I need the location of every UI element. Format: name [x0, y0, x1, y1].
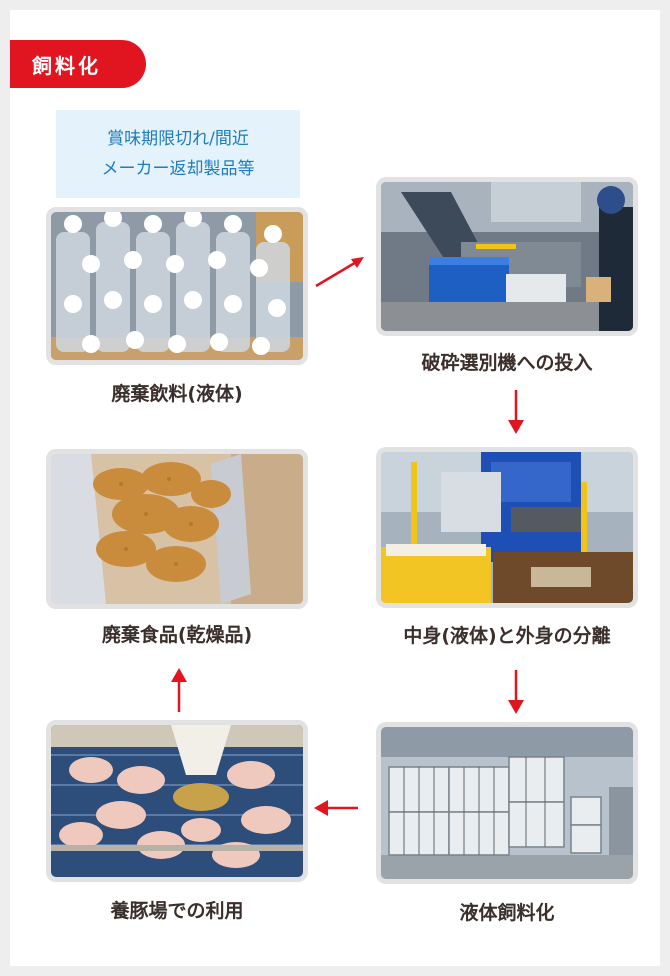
source-note-line-1: 賞味期限切れ/間近	[107, 129, 249, 149]
step-label-separation: 中身(液体)と外身の分離	[403, 625, 611, 647]
liquid-tanks-photo	[376, 722, 638, 884]
source-note: 賞味期限切れ/間近 メーカー返却製品等	[56, 110, 300, 198]
crackers-photo	[46, 449, 308, 609]
step-label-discarded-drinks: 廃棄飲料(液体)	[111, 383, 243, 405]
arrow-down-icon	[508, 670, 524, 714]
step-label-pig-farm: 養豚場での利用	[110, 900, 244, 922]
step-label-liquid-feed: 液体飼料化	[459, 902, 555, 924]
arrow-left-icon	[314, 800, 358, 816]
step-label-sorter-input: 破砕選別機への投入	[421, 352, 593, 374]
sorting-machine-photo	[376, 177, 638, 336]
arrow-up-icon	[171, 668, 187, 712]
feed-conversion-panel: 飼料化 賞味期限切れ/間近 メーカー返却製品等	[10, 10, 660, 966]
separation-plant-photo	[376, 447, 638, 608]
pig-farm-photo	[46, 720, 308, 882]
section-badge: 飼料化	[10, 40, 146, 88]
source-note-line-2: メーカー返却製品等	[101, 159, 255, 179]
arrow-up-right-icon	[315, 257, 364, 288]
step-label-discarded-food: 廃棄食品(乾燥品)	[101, 624, 253, 646]
plastic-bottles-photo	[46, 207, 308, 365]
arrow-down-icon	[508, 390, 524, 434]
